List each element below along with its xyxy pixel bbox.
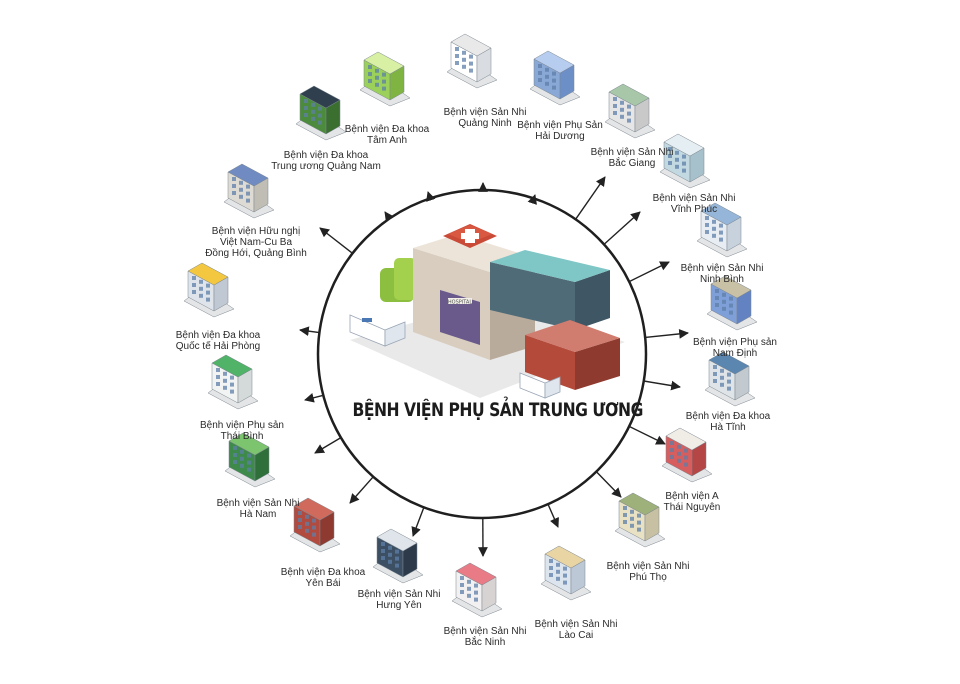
spoke-arrow-12 [350, 477, 373, 503]
hospital-label-line2: Nam Định [660, 348, 810, 359]
building-icon-6 [705, 352, 755, 406]
hospital-label-line1: Bệnh viện Đa khoa [143, 330, 293, 341]
hospital-label-line2: Vĩnh Phúc [619, 204, 769, 215]
hospital-label-line1: Bệnh viện Đa khoa [653, 411, 803, 422]
hospital-sign-text: HOSPITAL [448, 300, 472, 306]
spoke-arrow-3 [604, 212, 640, 244]
building-icon-16 [224, 164, 274, 218]
spoke-arrow-9 [548, 504, 558, 527]
building-icon-18 [360, 52, 410, 106]
spoke-arrow-15 [300, 330, 319, 333]
hospital-label-line2: Ninh Bình [647, 274, 797, 285]
building-icon-15 [184, 263, 234, 317]
hospital-label-line1: Bệnh viện Phụ sản [167, 420, 317, 431]
hospital-label-line1: Bệnh viện Đa khoa [251, 150, 401, 161]
spoke-arrow-11 [413, 507, 424, 536]
hospital-label-line1: Bệnh viện Phụ sản [660, 337, 810, 348]
hospital-label-line2: Hà Nam [183, 509, 333, 520]
building-icon-14 [208, 355, 258, 409]
hospital-label-line2: Hải Dương [485, 131, 635, 142]
building-icon-7 [662, 428, 712, 482]
hospital-label-line1: Bệnh viện Sản Nhi [647, 263, 797, 274]
hospital-label-line1: Bệnh viện Phụ Sản [485, 120, 635, 131]
hospital-label-line3: Đồng Hới, Quảng Bình [181, 248, 331, 259]
spoke-arrow-17 [385, 212, 390, 219]
hospital-label-line2: Quốc tế Hải Phòng [143, 341, 293, 352]
hospital-label-line2: Tâm Anh [312, 135, 462, 146]
building-icon-1 [530, 51, 580, 105]
hospital-label-line1: Bệnh viện Sản Nhi [324, 589, 474, 600]
hospital-label-line2: Việt Nam-Cu Ba [181, 237, 331, 248]
spoke-arrow-6 [644, 381, 680, 387]
hospital-label-line1: Bệnh viện Sản Nhi [557, 147, 707, 158]
hospital-label-line1: Bệnh viện Hữu nghị [181, 226, 331, 237]
hospital-label-line1: Bệnh viện Sản Nhi [573, 561, 723, 572]
hospital-label-line1: Bệnh viện Đa khoa [312, 124, 462, 135]
hospital-label-line1: Bệnh viện A [617, 491, 767, 502]
hospital-label-line1: Bệnh viện Đa khoa [248, 567, 398, 578]
hospital-label-line2: Trung ương Quảng Nam [251, 161, 401, 172]
hospital-label-line2: Phú Thọ [573, 572, 723, 583]
hospital-label-line2: Thái Nguyên [617, 502, 767, 513]
hospital-label-line1: Bệnh viện Sản Nhi [183, 498, 333, 509]
spoke-arrow-13 [315, 438, 341, 453]
hospital-label-line2: Hà Tĩnh [653, 422, 803, 433]
hospital-label-line2: Bắc Ninh [410, 637, 560, 648]
hub-title: BỆNH VIỆN PHỤ SẢN TRUNG ƯƠNG [352, 399, 611, 421]
spoke-arrow-14 [305, 395, 323, 400]
hospital-label-line2: Yên Bái [248, 578, 398, 589]
hospital-label-line1: Bệnh viện Sản Nhi [619, 193, 769, 204]
hospital-label-line1: Bệnh viện Sản Nhi [410, 107, 560, 118]
hospital-label-line2: Thái Bình [167, 431, 317, 442]
hospital-label-line2: Bắc Giang [557, 158, 707, 169]
hospital-label-line1: Bệnh viện Sản Nhi [410, 626, 560, 637]
hospital-label-line2: Hưng Yên [324, 600, 474, 611]
spoke-arrow-2 [576, 177, 605, 219]
building-icon-0 [447, 34, 497, 88]
spoke-arrow-18 [428, 192, 430, 198]
